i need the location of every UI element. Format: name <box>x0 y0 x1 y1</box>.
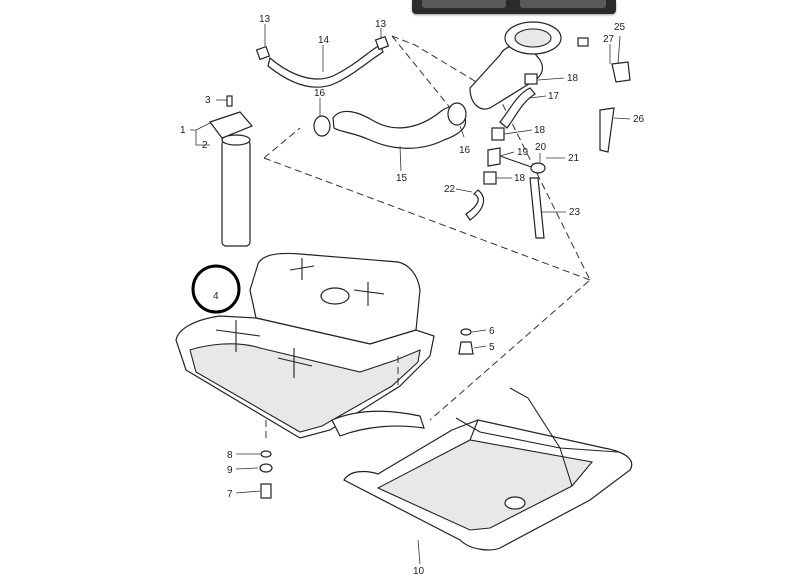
callout-22: 22 <box>444 184 456 195</box>
joint-19 <box>487 147 501 167</box>
clamp-20 <box>530 162 546 174</box>
callout-7: 7 <box>227 489 233 500</box>
hose-22 <box>465 189 485 221</box>
callout-17: 17 <box>548 91 560 102</box>
fuel-tank-lower <box>189 343 421 433</box>
callout-26: 26 <box>633 114 645 125</box>
callout-18-middle: 18 <box>534 125 546 136</box>
callout-3: 3 <box>205 95 211 106</box>
fuel-pump-top <box>221 134 251 146</box>
tank-rib-2 <box>353 282 385 306</box>
tank-rib-1 <box>289 258 315 280</box>
hose-15 <box>332 106 467 149</box>
screw-3 <box>226 95 233 107</box>
washer-6 <box>460 328 472 336</box>
clamp-18-middle <box>491 127 505 141</box>
part-25 <box>611 61 631 83</box>
callout-15: 15 <box>396 173 408 184</box>
tank-filler-pipe <box>331 410 425 437</box>
protector-10-hole <box>504 496 526 510</box>
protector-10-rails <box>455 387 619 487</box>
callout-18-top: 18 <box>567 73 579 84</box>
callout-13-left: 13 <box>259 14 271 25</box>
filler-cap-inner <box>514 28 552 48</box>
washer-8 <box>260 450 272 458</box>
clamp-18-bottom <box>483 171 497 185</box>
fuel-pump-bracket <box>209 111 254 139</box>
nut-5 <box>458 341 474 355</box>
callout-6: 6 <box>489 326 495 337</box>
part-26 <box>599 107 615 153</box>
clamp-13-right <box>374 35 390 51</box>
callout-19: 19 <box>517 147 529 158</box>
callout-21: 21 <box>568 153 580 164</box>
fuel-pump-body <box>221 139 251 247</box>
fuel-tank-sender-hole <box>320 287 350 305</box>
callout-4: 4 <box>213 291 219 302</box>
callout-16-left: 16 <box>314 88 326 99</box>
callout-5: 5 <box>489 342 495 353</box>
callout-9: 9 <box>227 465 233 476</box>
toolbar-button-right[interactable] <box>520 0 606 8</box>
clamp-16-left <box>313 115 331 137</box>
callout-25: 25 <box>614 22 626 33</box>
callout-2: 2 <box>202 140 208 151</box>
callout-14: 14 <box>318 35 330 46</box>
callout-27: 27 <box>603 34 615 45</box>
highlight-circle-part-4 <box>191 264 241 314</box>
viewer-toolbar <box>412 0 616 14</box>
callout-8: 8 <box>227 450 233 461</box>
washer-9 <box>259 463 273 473</box>
callout-10: 10 <box>413 566 425 577</box>
toolbar-button-left[interactable] <box>422 0 506 8</box>
hose-14 <box>267 44 384 88</box>
tank-dashed-guide <box>265 356 399 442</box>
callout-16-right: 16 <box>459 145 471 156</box>
pipe-23 <box>529 177 545 239</box>
clamp-18-top <box>524 73 538 85</box>
bolt-7 <box>260 483 272 499</box>
callout-13-right: 13 <box>375 19 387 30</box>
tank-rib-3 <box>215 320 261 352</box>
callout-1: 1 <box>180 125 186 136</box>
callout-labels: 13 13 14 16 16 15 3 1 2 25 27 18 17 26 1… <box>180 14 645 577</box>
clamp-16-right <box>447 102 467 126</box>
callout-20: 20 <box>535 142 547 153</box>
clamp-13-left <box>255 45 271 61</box>
bolt-27 <box>577 37 589 47</box>
callout-leaders <box>190 24 631 565</box>
tank-rib-4 <box>277 348 313 378</box>
breather-pipe-17 <box>499 87 536 129</box>
callout-18-bottom: 18 <box>514 173 526 184</box>
callout-23: 23 <box>569 207 581 218</box>
